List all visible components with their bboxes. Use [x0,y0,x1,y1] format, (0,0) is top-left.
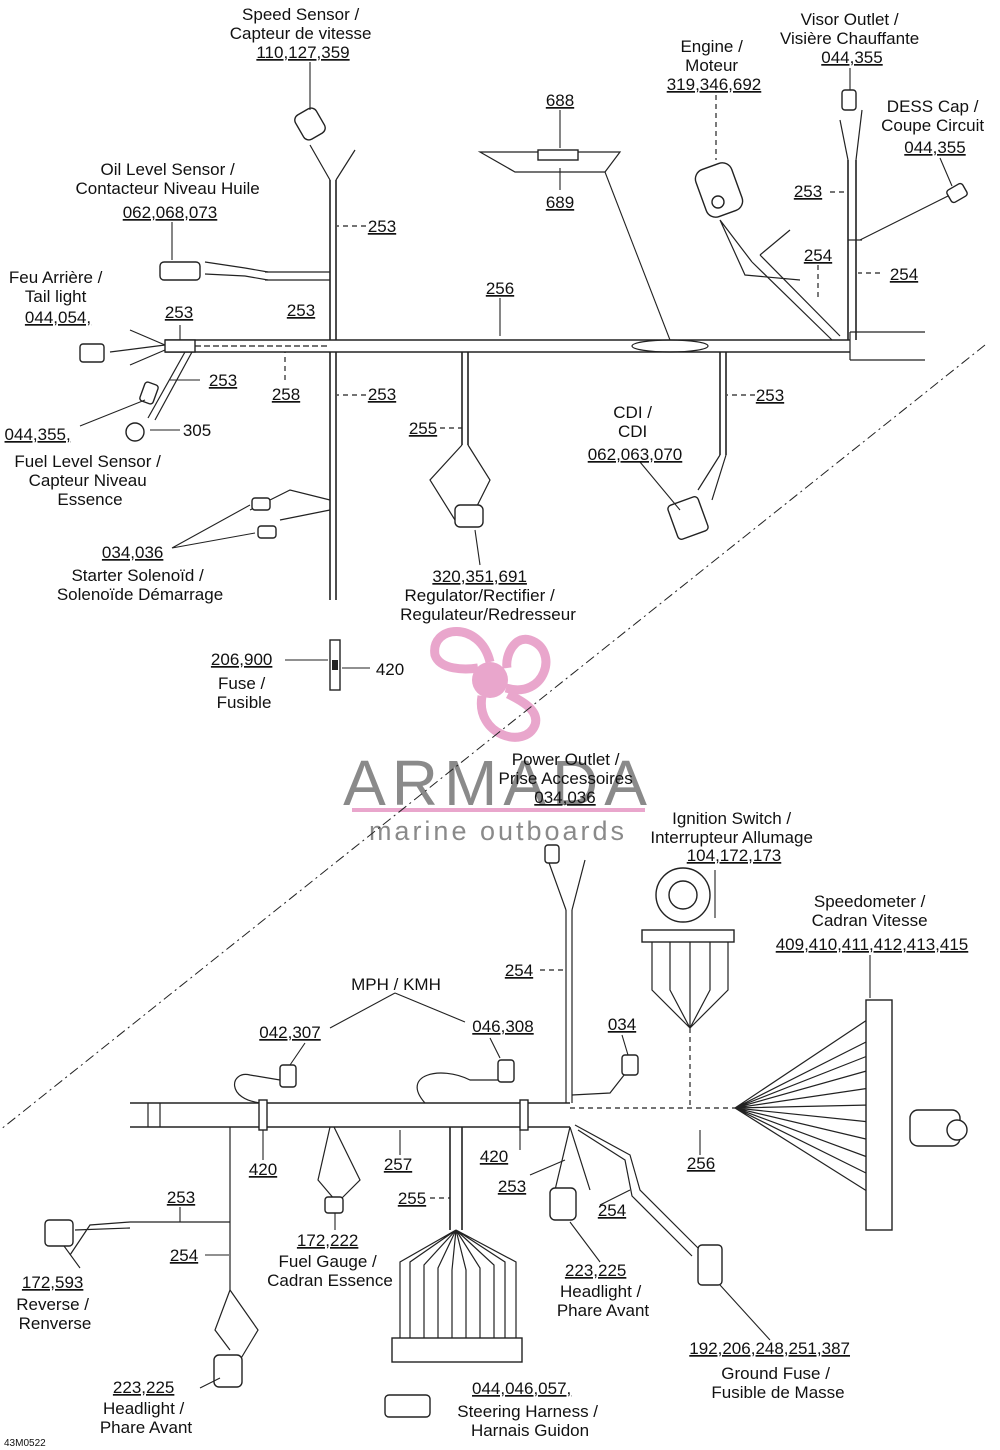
ref-254-b: 254 [890,265,918,284]
ground-fuse-label: 192,206,248,251,387 Ground Fuse / Fusibl… [689,1339,854,1402]
ignition-switch-label: Ignition Switch / Interrupteur Allumage … [650,809,817,865]
watermark-brand: ARMADA [343,747,653,819]
ground-fuse-connector-icon [697,1244,723,1286]
dess-cap-label: DESS Cap / Coupe Circuit 044,355 [881,97,989,157]
speedometer-label: Speedometer / Cadran Vitesse 409,410,411… [776,892,969,954]
figure-code: 43M0522 [4,1438,46,1449]
visor-outlet-label: Visor Outlet / Visière Chauffante 044,35… [780,10,924,67]
oil-level-sensor-icon [159,261,201,281]
upper-leaders [79,62,953,669]
upper-harness [109,109,949,600]
ref-253-c: 253 [165,303,193,322]
ref-253-b: 253 [287,301,315,320]
lower-components [44,844,968,1418]
ref-256-top: 256 [486,279,514,298]
ref-305: 305 [183,421,211,440]
reverse-label: 172,593 Reverse / Renverse [16,1273,93,1333]
headlight-right-connector-icon [549,1187,577,1221]
lower-harness [69,859,893,1363]
fuel-gauge-label: 172,222 Fuel Gauge / Cadran Essence [267,1231,393,1290]
speedometer-plug-icon [909,1109,968,1147]
headlight-left-label: 223,225 Headlight / Phare Avant [100,1378,193,1437]
fuel-gauge-connector-icon [324,1196,344,1214]
ref-420-top: 420 [376,660,404,679]
starter-solenoid-connector-icon [251,497,277,539]
ref-688: 688 [546,91,574,110]
ref-254-c: 254 [505,961,533,980]
ref-258: 258 [272,385,300,404]
ref-254-d: 254 [170,1246,198,1265]
fuse-label: 206,900 Fuse / Fusible [211,650,277,712]
fuel-level-connector-icon [139,381,159,405]
dess-cap-connector-icon [946,182,968,204]
ref-254-a: 254 [804,246,832,265]
connector-034-icon [621,1054,639,1076]
ref-253-a: 253 [368,217,396,236]
visor-outlet-connector-icon [841,89,857,111]
fuse-icon [329,639,341,691]
mph-kmh-label: MPH / KMH [351,975,441,994]
steering-harness-label: 044,046,057, Steering Harness / Harnais … [457,1379,603,1440]
ref-253-g: 253 [794,182,822,201]
ref-253-e: 253 [368,385,396,404]
ref-420-a: 420 [249,1160,277,1179]
ref-253-f: 253 [756,386,784,405]
ref-257: 257 [384,1155,412,1174]
ref-689: 689 [546,193,574,212]
headlight-right-label: 223,225 Headlight / Phare Avant [557,1261,650,1320]
starter-solenoid-label: 034,036 Starter Solenoïd / Solenoïde Dém… [57,543,223,604]
tail-light-connector-icon [79,343,105,363]
regulator-connector-icon [454,504,484,528]
watermark-tagline: marine outboards [369,816,627,846]
cdi-label: CDI / CDI 062,063,070 [588,403,683,464]
propeller-logo-icon [430,627,551,742]
ref-255-bot: 255 [398,1189,426,1208]
reverse-connector-icon [44,1219,74,1247]
steering-plug-icon [384,1394,431,1418]
ref-420-b: 420 [480,1147,508,1166]
fuel-level-label: 044,355, Fuel Level Sensor / Capteur Niv… [5,425,166,509]
oil-level-label: Oil Level Sensor / Contacteur Niveau Hui… [76,160,265,222]
section-divider [0,344,986,1131]
ref-253-d: 253 [209,371,237,390]
engine-label: Engine / Moteur 319,346,692 [667,37,762,94]
ref-253-h: 253 [498,1177,526,1196]
headlight-left-connector-icon [213,1354,243,1388]
power-outlet-label: Power Outlet / Prise Accessoires 034,036 [499,750,638,807]
watermark: ARMADA marine outboards [343,627,653,846]
mph-connector-right-icon [497,1059,515,1083]
mph-right-ref: 046,308 [472,1017,533,1036]
regulator-label: 320,351,691 Regulator/Rectifier / Regula… [400,567,576,624]
upper-components [79,89,968,691]
ref-256-bot: 256 [687,1154,715,1173]
tail-light-label: Feu Arrière / Tail light 044,054, [9,268,107,327]
lower-labels: Power Outlet / Prise Accessoires 034,036… [4,750,968,1449]
mph-left-ref: 042,307 [259,1023,320,1042]
speed-sensor-icon [294,107,326,141]
engine-connector-icon [694,162,744,218]
mph-connector-left-icon [279,1064,297,1088]
lower-leaders [63,870,871,1389]
ring-terminal-icon [125,422,145,442]
ref-254-e: 254 [598,1201,626,1220]
upper-labels: Speed Sensor / Capteur de vitesse 110,12… [5,5,989,712]
power-outlet-connector-icon [544,844,560,864]
ref-253-i: 253 [167,1188,195,1207]
connector-034-ref: 034 [608,1015,636,1034]
speed-sensor-label: Speed Sensor / Capteur de vitesse 110,12… [230,5,376,62]
ref-255-top: 255 [409,419,437,438]
ignition-switch-icon [655,867,711,923]
